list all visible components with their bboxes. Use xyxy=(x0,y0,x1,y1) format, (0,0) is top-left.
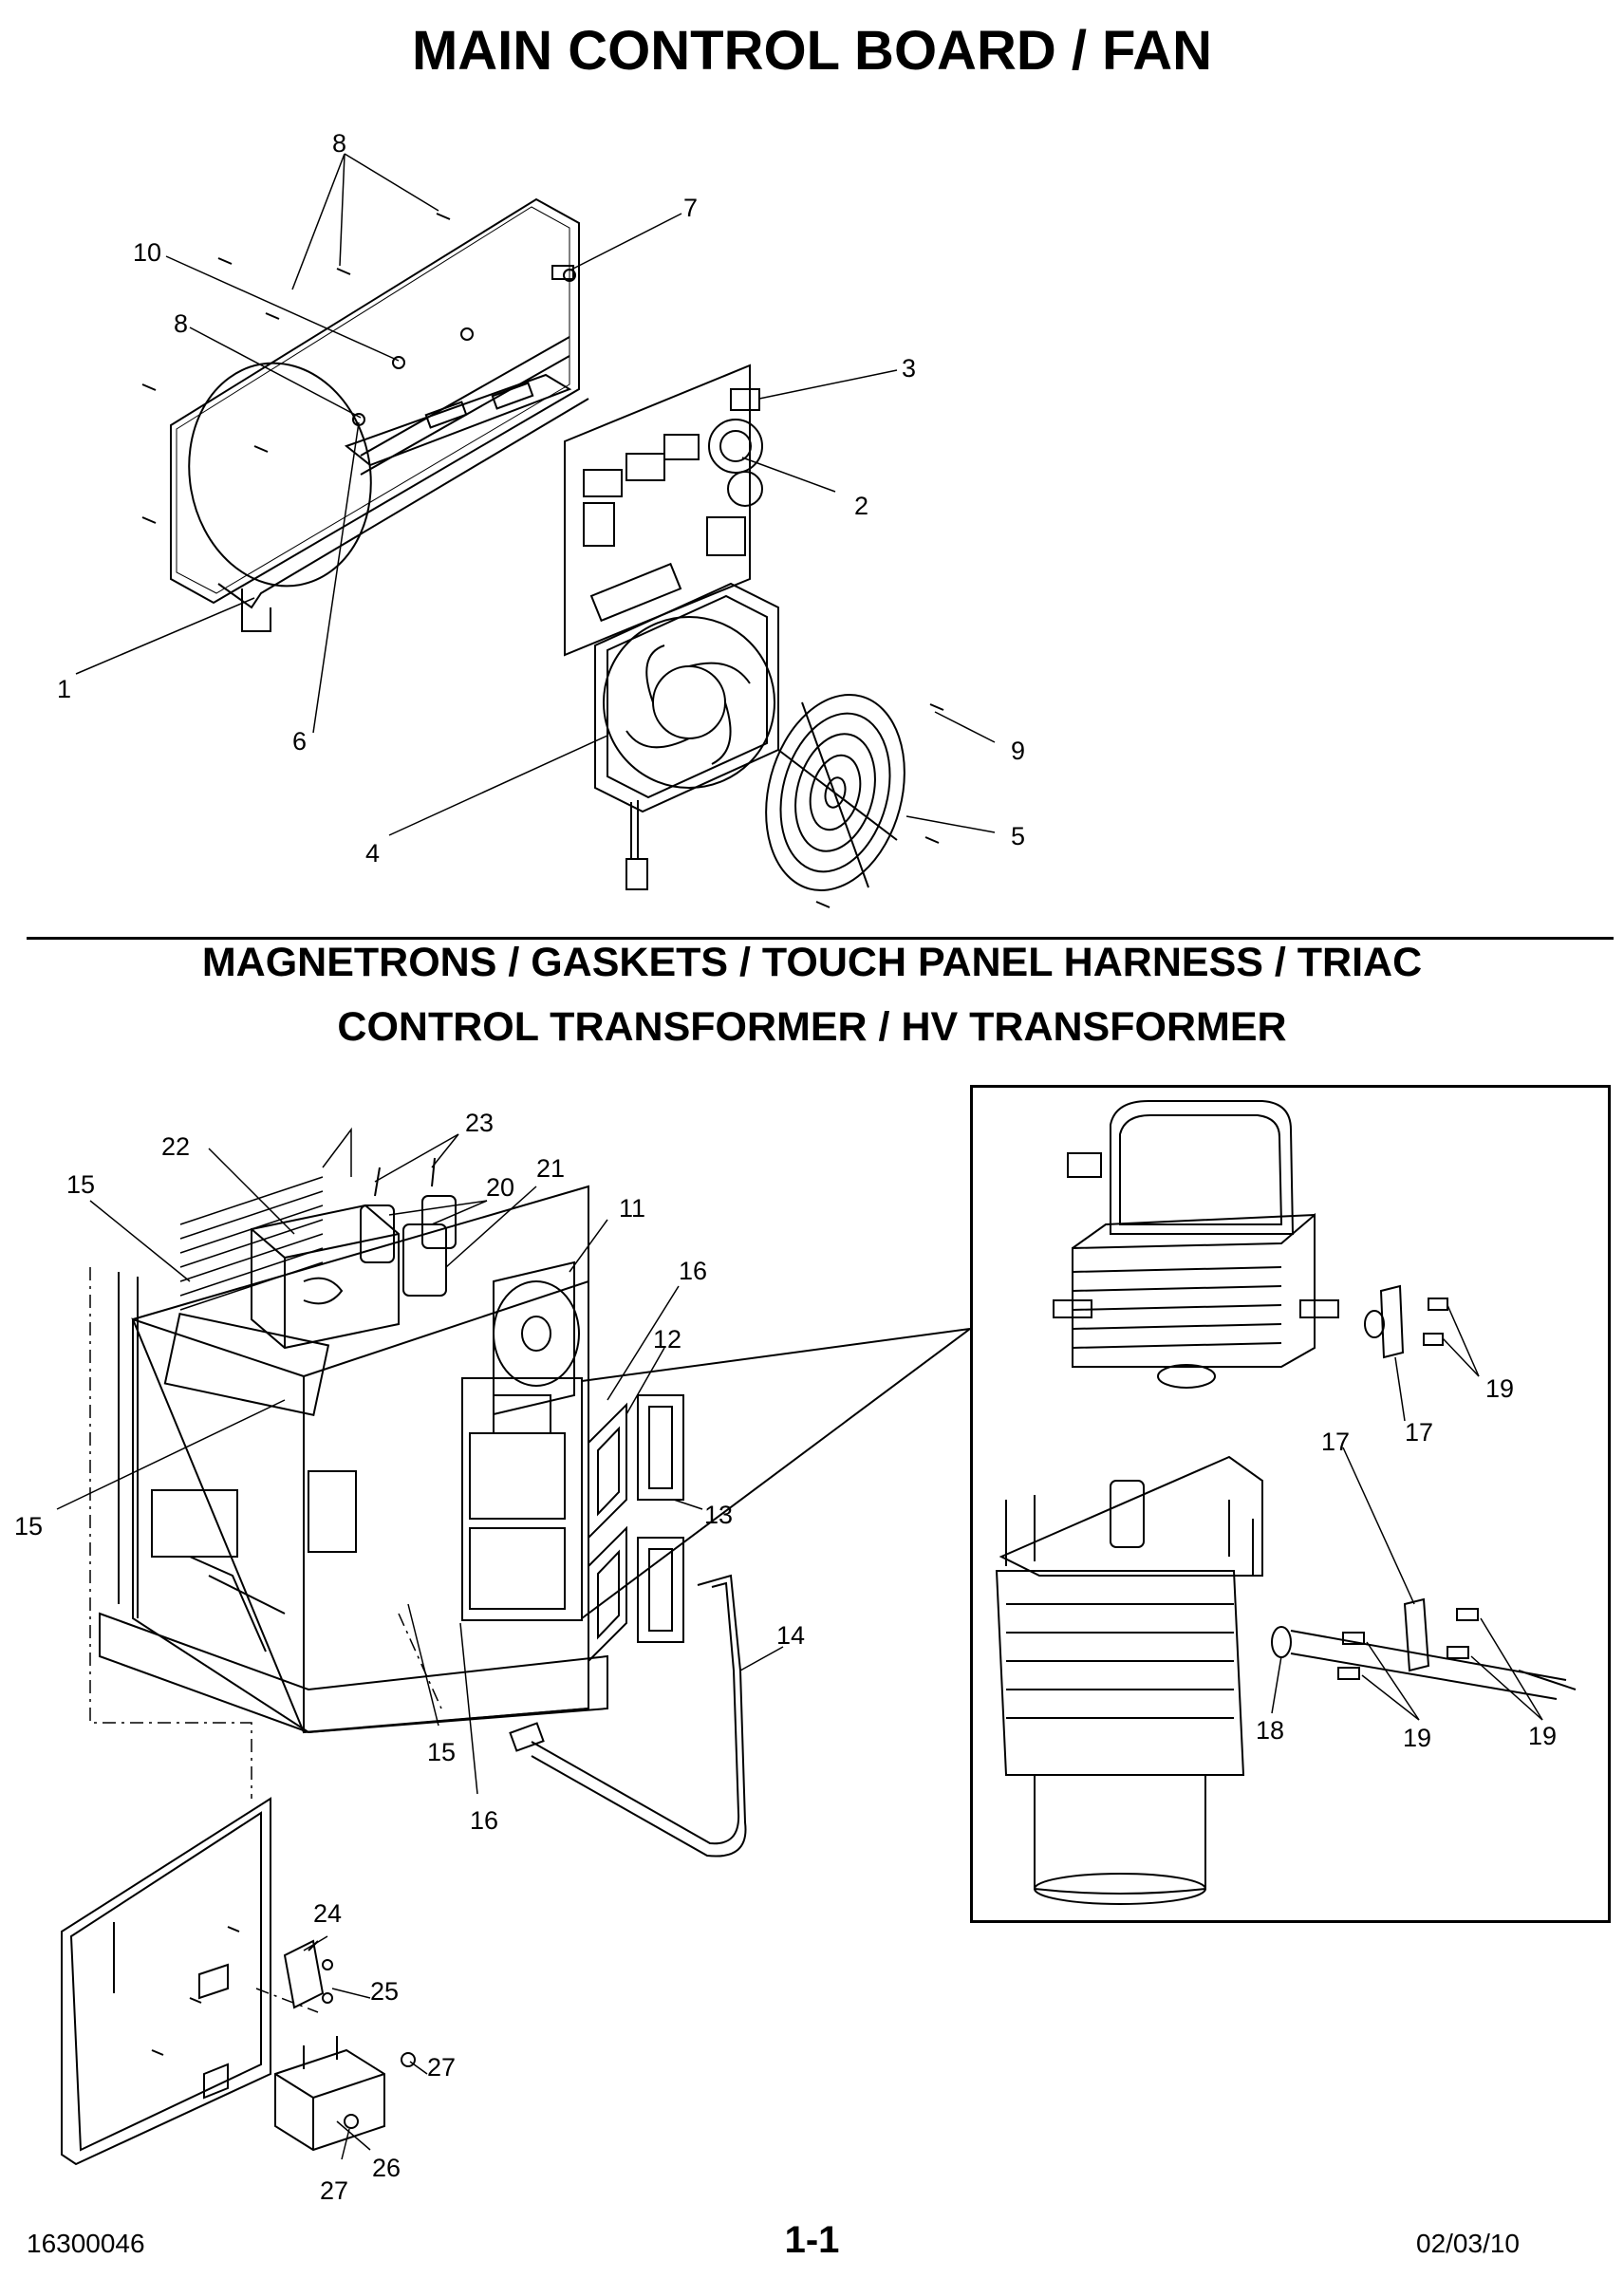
callout-15-left: 15 xyxy=(14,1512,43,1540)
hv-capacitors xyxy=(360,1157,457,1297)
callouts-inset: 19 17 17 18 19 19 xyxy=(1256,1374,1557,1752)
callout-8-upper: 8 xyxy=(332,129,346,158)
section-title-magnetrons-line2: CONTROL TRANSFORMER / HV TRANSFORMER xyxy=(337,1004,1287,1050)
callout-27-lower: 27 xyxy=(320,2176,348,2205)
callouts-bottom: 23 21 22 20 15 11 16 12 13 15 14 15 16 2… xyxy=(14,1109,805,2205)
screws-bottom xyxy=(151,1926,416,2129)
dashed-reference-lines xyxy=(89,1267,442,2013)
callout-6: 6 xyxy=(292,727,307,756)
thermostat-lower xyxy=(1271,1597,1577,1700)
document-date: 02/03/10 xyxy=(1416,2229,1520,2258)
callout-3: 3 xyxy=(902,354,916,383)
callout-19-upper: 19 xyxy=(1485,1374,1514,1403)
callout-9: 9 xyxy=(1011,737,1025,765)
callout-13: 13 xyxy=(704,1501,733,1529)
callout-25: 25 xyxy=(370,1977,399,2006)
wire-clip-plate xyxy=(344,373,572,467)
triac-module xyxy=(283,1939,325,2009)
page-number: 1-1 xyxy=(784,2219,840,2261)
triac-bracket xyxy=(61,1797,271,2166)
cooling-fan xyxy=(594,582,779,890)
callout-23: 23 xyxy=(465,1109,494,1137)
vent-louvers xyxy=(179,1127,352,1311)
callout-19-lower-left: 19 xyxy=(1403,1724,1431,1752)
section-divider xyxy=(27,937,1614,940)
magnetron-upper xyxy=(1053,1100,1339,1389)
callout-24: 24 xyxy=(313,1899,342,1928)
magnetron-lower xyxy=(995,1455,1263,1905)
document-number: 16300046 xyxy=(27,2229,145,2258)
callout-15-upper: 15 xyxy=(66,1170,95,1199)
leader-lines-bottom xyxy=(56,1133,784,2160)
callout-7: 7 xyxy=(683,194,698,222)
leader-lines-inset xyxy=(1271,1304,1543,1721)
callout-17-lower: 17 xyxy=(1321,1428,1350,1456)
callout-16-lower: 16 xyxy=(470,1806,498,1835)
oven-chassis xyxy=(99,1185,608,1734)
callout-8-lower: 8 xyxy=(174,309,188,338)
callout-11: 11 xyxy=(619,1194,645,1223)
touch-panel-harness xyxy=(509,1574,747,1858)
magnetron-assembly-box xyxy=(461,1328,971,1621)
callout-17-upper: 17 xyxy=(1405,1418,1433,1447)
screws-top xyxy=(141,213,944,908)
callout-10: 10 xyxy=(133,238,161,267)
callout-18: 18 xyxy=(1256,1716,1284,1745)
callout-21: 21 xyxy=(536,1154,565,1183)
chassis-fan xyxy=(493,1260,580,1416)
callout-15-lower: 15 xyxy=(427,1738,456,1766)
magnetron-detail-inset xyxy=(970,1085,1611,1923)
callout-1: 1 xyxy=(57,675,71,703)
callout-12: 12 xyxy=(653,1325,681,1354)
callout-2: 2 xyxy=(854,492,868,520)
control-board-bracket xyxy=(170,197,589,632)
callout-19-lower-right: 19 xyxy=(1528,1722,1557,1750)
section-title-magnetrons-line1: MAGNETRONS / GASKETS / TOUCH PANEL HARNE… xyxy=(201,940,1423,985)
callout-14: 14 xyxy=(776,1621,805,1650)
leader-lines-top xyxy=(75,153,996,836)
control-transformer xyxy=(274,2036,385,2152)
magnetron-gaskets xyxy=(588,1394,684,1664)
callouts-top: 8 7 10 8 3 2 1 6 9 5 4 xyxy=(57,129,1025,868)
callout-16-upper: 16 xyxy=(679,1257,707,1285)
callout-4: 4 xyxy=(365,839,380,868)
callout-22: 22 xyxy=(161,1132,190,1161)
section-title-main-control-board: MAIN CONTROL BOARD / FAN xyxy=(411,20,1213,82)
callout-27-right: 27 xyxy=(427,2053,456,2082)
thermostat-upper xyxy=(1364,1284,1448,1359)
callout-26: 26 xyxy=(372,2154,401,2182)
hv-transformer xyxy=(251,1204,400,1350)
fan-guard xyxy=(765,693,905,892)
callout-5: 5 xyxy=(1011,822,1025,850)
callout-20: 20 xyxy=(486,1173,514,1202)
main-control-board xyxy=(564,364,763,657)
